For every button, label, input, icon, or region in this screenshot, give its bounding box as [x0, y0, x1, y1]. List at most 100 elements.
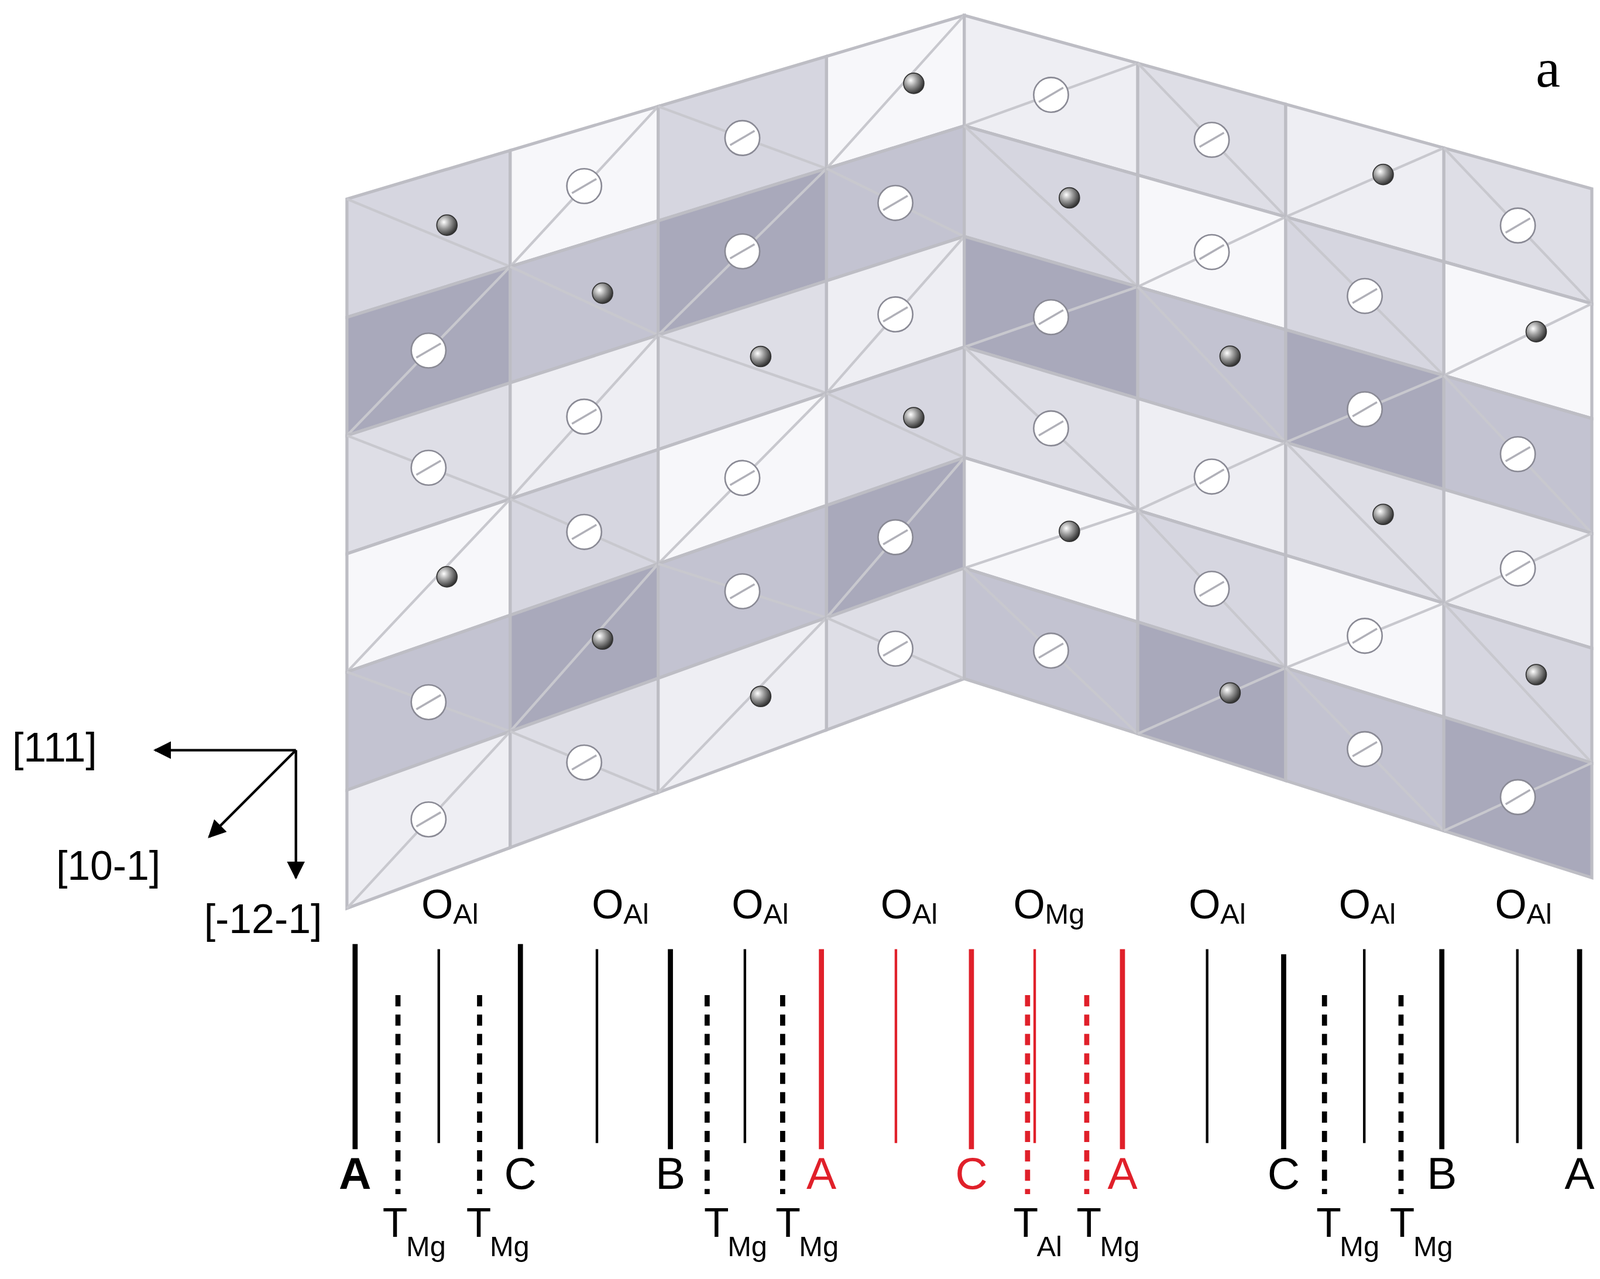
oxygen-site — [1033, 410, 1069, 446]
cation-sphere — [1219, 345, 1241, 367]
oxygen-site — [1500, 208, 1536, 243]
figure-label: C — [504, 1151, 537, 1197]
oxygen-site — [411, 450, 446, 485]
figure-label: O — [880, 883, 913, 925]
cation-sphere — [1372, 164, 1394, 185]
oxygen-site — [567, 514, 602, 549]
figure-label: [-12-1] — [204, 897, 323, 939]
figure-label: Mg — [406, 1232, 446, 1262]
oxygen-site — [1194, 234, 1229, 270]
figure-label: T — [775, 1202, 801, 1244]
polyhedron-edge — [964, 510, 1138, 569]
polyhedron-edge — [658, 106, 827, 169]
layer-line — [1439, 949, 1445, 1150]
octahedral-line — [1362, 949, 1366, 1143]
figure-label: Al — [623, 900, 649, 929]
figure-label: T — [1076, 1202, 1102, 1244]
site-stripe — [416, 460, 441, 475]
oxygen-site — [1194, 571, 1229, 606]
figure-label: Al — [1037, 1232, 1063, 1262]
oxygen-site — [1500, 551, 1536, 586]
polyhedron-edge — [1285, 148, 1444, 218]
site-stripe — [883, 641, 908, 656]
oxygen-site — [1347, 392, 1382, 427]
octahedral-line — [1206, 949, 1209, 1143]
polyhedron-face — [1285, 667, 1444, 831]
figure-label: a — [1535, 40, 1561, 96]
figure-label: O — [1338, 883, 1371, 925]
tetrahedral-line — [1084, 994, 1090, 1194]
tetrahedral-line — [1024, 994, 1030, 1194]
oxygen-site — [725, 574, 760, 609]
site-stripe — [1199, 469, 1225, 484]
layer-line — [517, 943, 524, 1149]
figure-label: Al — [1220, 900, 1246, 929]
tetrahedral-line — [1398, 994, 1404, 1194]
cation-sphere — [1526, 664, 1547, 685]
oxygen-site — [567, 744, 602, 780]
figure-label: Al — [1526, 900, 1552, 929]
oxygen-site — [725, 120, 760, 156]
cation-sphere — [1372, 503, 1394, 525]
figure-label: T — [382, 1202, 408, 1244]
site-stripe — [571, 754, 597, 769]
polyhedron-edge — [1285, 667, 1444, 831]
figure-label: A — [1107, 1151, 1138, 1197]
layer-line — [667, 949, 674, 1150]
polyhedron-edge — [347, 435, 511, 500]
twin-layer-line — [1120, 949, 1126, 1150]
site-stripe — [1352, 402, 1378, 417]
tetrahedral-line — [1322, 994, 1328, 1194]
cation-sphere — [1219, 682, 1241, 703]
site-stripe — [1038, 310, 1064, 325]
cation-sphere — [750, 685, 771, 707]
octahedral-line — [1516, 949, 1519, 1143]
oxygen-site — [411, 332, 446, 368]
polyhedron-edge — [964, 63, 1138, 126]
polyhedron-edge — [826, 168, 964, 237]
figure-label: O — [731, 883, 764, 925]
site-stripe — [883, 307, 908, 322]
cation-sphere — [903, 73, 925, 94]
polyhedron-edge — [964, 568, 1138, 734]
axis-arrow — [208, 750, 296, 837]
polyhedron-face — [964, 568, 1138, 734]
polyhedron-edge — [1137, 217, 1286, 287]
twin-layer-line — [818, 949, 824, 1150]
figure-label: Mg — [1413, 1232, 1454, 1262]
site-stripe — [730, 244, 755, 259]
oxygen-site — [1347, 618, 1382, 654]
site-stripe — [571, 409, 597, 424]
oxygen-site — [567, 399, 602, 434]
figure-label: Mg — [798, 1232, 839, 1262]
oxygen-site — [877, 185, 913, 221]
octahedral-line — [894, 949, 898, 1143]
figure-label: T — [704, 1202, 730, 1244]
polyhedron-edge — [510, 266, 659, 336]
figure-label: Mg — [1339, 1232, 1380, 1262]
cation-sphere — [1059, 187, 1080, 209]
cation-sphere — [436, 214, 458, 236]
figure-label: T — [466, 1202, 492, 1244]
site-stripe — [1199, 132, 1225, 147]
tetrahedral-line — [780, 994, 786, 1194]
figure-label: Al — [912, 900, 938, 929]
figure-label: T — [1013, 1202, 1039, 1244]
oxygen-site — [1500, 779, 1536, 815]
polyhedron-edge — [658, 335, 827, 394]
site-stripe — [571, 179, 597, 194]
site-stripe — [1199, 581, 1225, 596]
figure-label: A — [806, 1151, 837, 1197]
site-stripe — [1505, 561, 1531, 576]
site-stripe — [730, 131, 755, 146]
twin-layer-line — [969, 949, 975, 1150]
polyhedron-edge — [1285, 375, 1444, 443]
polyhedron-edge — [1443, 533, 1592, 603]
figure-label: Mg — [1044, 900, 1085, 929]
oxygen-site — [1194, 122, 1229, 157]
site-stripe — [416, 343, 441, 358]
polyhedron-edge — [658, 617, 827, 793]
oxygen-site — [725, 460, 760, 496]
site-stripe — [1199, 244, 1225, 259]
